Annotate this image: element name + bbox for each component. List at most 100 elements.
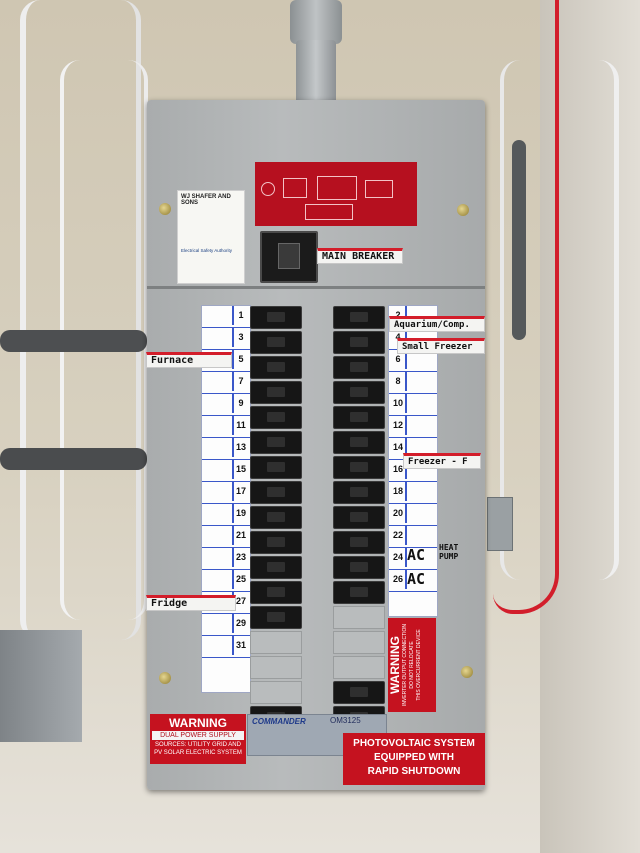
circuit-number: 29 <box>232 614 248 633</box>
main-breaker-label: MAIN BREAKER <box>317 248 403 264</box>
directory-row: 16 <box>389 460 437 482</box>
directory-row: 3 <box>202 328 250 350</box>
screw <box>159 672 171 684</box>
nameplate-model: OM3125 <box>330 716 361 725</box>
circuit-number: 18 <box>391 482 407 501</box>
circuit-number: 12 <box>391 416 407 435</box>
directory-row: 1 <box>202 306 250 328</box>
directory-row: 31 <box>202 636 250 658</box>
breaker[interactable] <box>333 331 385 354</box>
label-ac-22: AC <box>407 546 426 564</box>
breaker[interactable] <box>250 431 302 454</box>
breaker[interactable] <box>250 331 302 354</box>
label-fridge: Fridge <box>146 595 236 611</box>
wire-bundle-left <box>20 0 141 640</box>
directory-row: 23 <box>202 548 250 570</box>
directory-row: 11 <box>202 416 250 438</box>
label-small-freezer: Small Freezer <box>397 338 485 354</box>
nameplate-brand: COMMANDER <box>252 717 306 726</box>
conduit <box>296 40 336 104</box>
breaker[interactable] <box>333 481 385 504</box>
blank-slot <box>333 606 385 629</box>
circuit-number: 20 <box>391 504 407 523</box>
breaker[interactable] <box>333 356 385 379</box>
directory-row: 20 <box>389 504 437 526</box>
main-breaker-switch[interactable] <box>260 231 318 283</box>
screw <box>461 666 473 678</box>
circuit-number: 15 <box>232 460 248 479</box>
breaker[interactable] <box>333 506 385 529</box>
circuit-number: 6 <box>391 350 407 369</box>
dual-power-line1: DUAL POWER SUPPLY <box>152 731 244 740</box>
breaker[interactable] <box>333 306 385 329</box>
breaker[interactable] <box>333 581 385 604</box>
breaker[interactable] <box>250 406 302 429</box>
breaker[interactable] <box>250 306 302 329</box>
breaker-column-left <box>250 306 302 731</box>
breaker[interactable] <box>333 406 385 429</box>
directory-row: 9 <box>202 394 250 416</box>
circuit-number: 11 <box>232 416 248 435</box>
breaker[interactable] <box>250 506 302 529</box>
circuit-number: 1 <box>232 306 248 325</box>
circuit-number: 13 <box>232 438 248 457</box>
circuit-number: 23 <box>232 548 248 567</box>
circuit-number: 8 <box>391 372 407 391</box>
breaker[interactable] <box>250 581 302 604</box>
breaker[interactable] <box>333 531 385 554</box>
blank-slot <box>250 681 302 704</box>
circuit-number: 4 <box>391 328 407 347</box>
circuit-number: 24 <box>391 548 407 567</box>
directory-row: 24 <box>389 548 437 570</box>
conduit-flex-left-2 <box>0 448 147 470</box>
label-furnace: Furnace <box>146 352 232 368</box>
breaker-panel: WJ SHAFER AND SONS Electrical Safety Aut… <box>146 100 485 790</box>
esa-logo-text: Electrical Safety Authority <box>181 248 233 253</box>
circuit-number: 31 <box>232 636 248 655</box>
conduit-flex-right <box>512 140 526 340</box>
breaker[interactable] <box>250 381 302 404</box>
directory-row: 26 <box>389 570 437 592</box>
label-heat-pump: HEAT PUMP <box>439 543 459 561</box>
inverter-warning-line2: DO NOT RELOCATE <box>409 641 415 689</box>
circuit-number: 7 <box>232 372 248 391</box>
junction-box <box>0 630 82 742</box>
circuit-number: 16 <box>391 460 407 479</box>
directory-row: 7 <box>202 372 250 394</box>
circuit-number: 17 <box>232 482 248 501</box>
breaker[interactable] <box>333 456 385 479</box>
wire-bundle-right <box>500 60 619 580</box>
breaker[interactable] <box>333 681 385 704</box>
circuit-number: 25 <box>232 570 248 589</box>
directory-row: 10 <box>389 394 437 416</box>
dual-power-warning-label: WARNING DUAL POWER SUPPLY SOURCES: UTILI… <box>150 714 246 764</box>
circuit-number: 19 <box>232 504 248 523</box>
directory-row: 17 <box>202 482 250 504</box>
pv-rapid-shutdown-label: PHOTOVOLTAIC SYSTEM EQUIPPED WITH RAPID … <box>343 733 485 785</box>
pv-line2: EQUIPPED WITH <box>373 752 454 763</box>
directory-row: 29 <box>202 614 250 636</box>
breaker[interactable] <box>333 381 385 404</box>
panel-top-cover <box>147 100 485 289</box>
pv-line1: PHOTOVOLTAIC SYSTEM <box>353 738 475 749</box>
breaker[interactable] <box>250 456 302 479</box>
conduit-fitting <box>290 0 342 44</box>
breaker[interactable] <box>333 431 385 454</box>
breaker[interactable] <box>250 606 302 629</box>
circuit-number: 2 <box>391 306 407 325</box>
directory-row: 12 <box>389 416 437 438</box>
directory-row: 22 <box>389 526 437 548</box>
dual-power-line3: PV SOLAR ELECTRIC SYSTEM <box>154 750 242 756</box>
circuit-number: 22 <box>391 526 407 545</box>
breaker[interactable] <box>250 531 302 554</box>
breaker[interactable] <box>250 356 302 379</box>
breaker[interactable] <box>333 556 385 579</box>
breaker[interactable] <box>250 556 302 579</box>
label-freezer: Freezer - F <box>403 453 481 469</box>
dual-power-title: WARNING <box>169 716 227 730</box>
inverter-warning-title: WARNING <box>388 636 402 694</box>
blank-slot <box>250 656 302 679</box>
breaker[interactable] <box>250 481 302 504</box>
directory-row: 19 <box>202 504 250 526</box>
circuit-number: 5 <box>232 350 248 369</box>
